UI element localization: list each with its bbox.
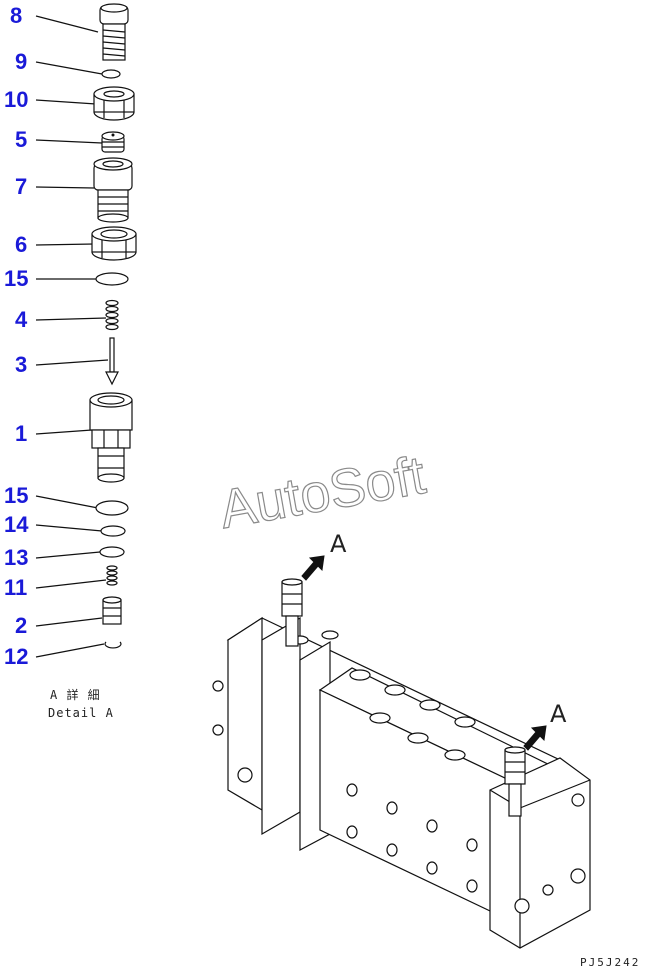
callout-11: 11 (4, 575, 28, 600)
part-7-sleeve (93, 157, 133, 223)
callout-3: 3 (15, 352, 28, 377)
callout-8: 8 (10, 3, 23, 28)
view-marker-a-top: A (330, 530, 347, 558)
part-11-spring (106, 565, 118, 586)
part-15-o-ring-upper (95, 272, 129, 286)
callout-14: 14 (4, 512, 29, 537)
callout-15-upper: 15 (4, 266, 29, 291)
part-12-snap-ring (104, 641, 122, 649)
callout-10: 10 (4, 87, 29, 112)
part-8-screw (99, 3, 129, 61)
part-3-pin (105, 337, 119, 386)
figure-code: PJ5J242 (580, 956, 641, 969)
leader-lines (35, 15, 109, 658)
callout-1: 1 (15, 421, 28, 446)
detail-caption-en: Detail A (48, 706, 114, 720)
part-4-spring (105, 299, 119, 331)
control-valve-assembly (212, 616, 591, 949)
part-14-ring (100, 525, 126, 537)
part-9-ring (101, 69, 121, 79)
part-2-check-valve (102, 596, 122, 625)
callout-15-lower: 15 (4, 483, 29, 508)
callout-5: 5 (15, 127, 28, 152)
callout-6: 6 (15, 232, 28, 257)
part-13-ring (99, 546, 125, 558)
detail-caption-jp: A 詳 細 (50, 688, 101, 702)
callout-4: 4 (15, 307, 28, 332)
part-5-poppet (101, 131, 125, 153)
part-6-nut (91, 226, 137, 261)
view-marker-a-right: A (550, 700, 567, 728)
view-arrow-top (301, 555, 325, 581)
view-arrow-right (523, 725, 547, 751)
part-15-o-ring-lower (95, 500, 129, 516)
callout-12: 12 (4, 644, 29, 669)
callout-7: 7 (15, 174, 28, 199)
installed-relief-valve-top (281, 578, 303, 647)
part-10-nut (93, 86, 135, 121)
callout-9: 9 (15, 49, 28, 74)
callout-2: 2 (15, 613, 28, 638)
part-1-valve-body (89, 392, 133, 483)
installed-relief-valve-right (504, 746, 526, 817)
callout-13: 13 (4, 545, 29, 570)
